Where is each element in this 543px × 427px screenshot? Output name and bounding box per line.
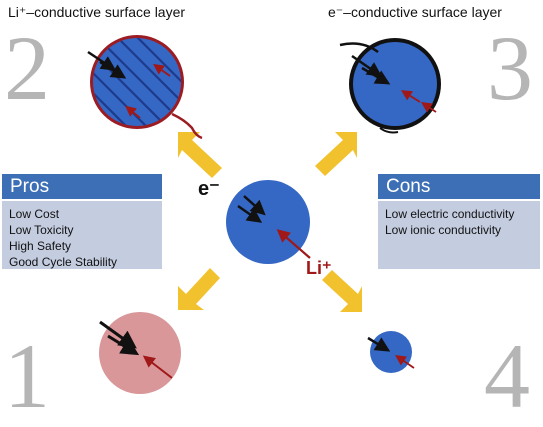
title-li-conductive-layer: Li⁺–conductive surface layer: [8, 4, 186, 20]
particle-pink: [99, 312, 181, 394]
number-3: 3: [487, 17, 533, 119]
pros-item: High Safety: [9, 239, 72, 253]
lithium-ion-label: Li⁺: [306, 258, 332, 278]
diagram-canvas: [87, 35, 441, 394]
cons-item: Low ionic conductivity: [385, 223, 502, 237]
arrow-to-particle-3: [315, 132, 357, 176]
title-e-conductive-layer: e⁻–conductive surface layer: [328, 4, 502, 20]
arrow-to-particle-2: [178, 132, 222, 178]
pros-item: Low Toxicity: [9, 223, 74, 237]
particle-center: [226, 180, 311, 264]
particle-small: [367, 331, 415, 373]
cons-list: Low electric conductivity Low ionic cond…: [378, 201, 540, 269]
number-2: 2: [4, 17, 50, 119]
electron-label: e⁻: [198, 178, 220, 200]
particle-e-conductive-layer: [339, 38, 441, 134]
pros-list: Low Cost Low Toxicity High Safety Good C…: [2, 201, 162, 269]
pros-title: Pros: [2, 174, 162, 199]
pros-item: Low Cost: [9, 207, 60, 221]
cons-item: Low electric conductivity: [385, 207, 515, 221]
number-1: 1: [4, 325, 50, 427]
particle-li-conductive-layer: [87, 35, 203, 140]
pros-item: Good Cycle Stability: [9, 255, 118, 269]
number-4: 4: [484, 325, 530, 427]
arrow-to-particle-1: [178, 268, 220, 310]
cons-title: Cons: [378, 174, 540, 199]
arrow-to-particle-4: [322, 270, 362, 312]
